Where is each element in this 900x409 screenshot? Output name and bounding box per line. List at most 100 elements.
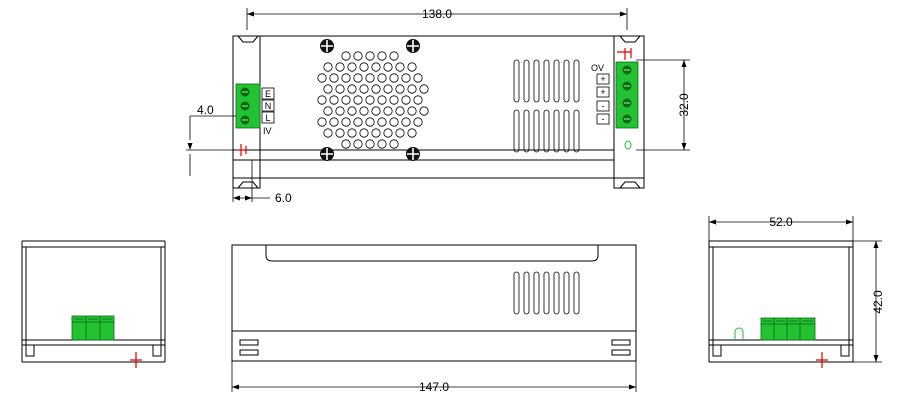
vent-hole: [407, 128, 417, 138]
vent-slot: [573, 59, 580, 103]
label-e: E: [265, 89, 271, 99]
dim-6: 6.0: [232, 160, 292, 205]
vent-hole: [353, 95, 363, 105]
vent-hole: [341, 117, 351, 127]
dim-42-label: 42.0: [871, 290, 885, 314]
vent-hole: [335, 128, 345, 138]
top-body: [259, 35, 615, 179]
vent-hole: [389, 73, 399, 83]
label-iv: IV: [263, 126, 272, 136]
dim-147: 147.0: [231, 361, 637, 394]
vent-hole: [395, 106, 405, 116]
front-body: [231, 244, 637, 362]
vent-hole: [365, 117, 375, 127]
vent-slot: [553, 271, 560, 315]
input-terminal-block: [235, 83, 261, 129]
vent-hole: [353, 51, 363, 61]
vent-hole: [371, 106, 381, 116]
label-minus-2: -: [602, 114, 605, 124]
vent-slot: [533, 59, 540, 103]
dim-52: 52.0: [708, 215, 854, 241]
vent-hole: [353, 139, 363, 149]
vent-slot: [553, 109, 560, 153]
vent-hole: [347, 62, 357, 72]
dim-147-label: 147.0: [419, 380, 449, 394]
vent-hole: [359, 106, 369, 116]
vent-slot: [543, 109, 550, 153]
vent-slots-top: [513, 59, 580, 153]
vent-slot: [573, 271, 580, 315]
vent-slot: [533, 109, 540, 153]
vent-hole: [341, 139, 351, 149]
vent-slot: [513, 271, 520, 315]
vent-hole: [395, 62, 405, 72]
vent-hole: [377, 139, 387, 149]
vent-hole: [359, 128, 369, 138]
dim-32-label: 32.0: [677, 93, 691, 117]
output-labels: OV + + - -: [591, 63, 610, 125]
vent-slot: [543, 59, 550, 103]
vent-hole: [389, 95, 399, 105]
vent-hole: [383, 62, 393, 72]
vent-hole: [401, 117, 411, 127]
vent-hole: [317, 73, 327, 83]
vent-hole: [317, 95, 327, 105]
vent-hole: [371, 62, 381, 72]
dim-138: 138.0: [246, 7, 628, 30]
vent-hole: [401, 95, 411, 105]
vent-hole: [419, 106, 429, 116]
dim-42: 42.0: [853, 240, 885, 363]
vent-hole: [407, 62, 417, 72]
vent-hole: [341, 73, 351, 83]
vent-hole: [347, 106, 357, 116]
vent-hole: [377, 117, 387, 127]
vent-hole: [383, 128, 393, 138]
vent-hole: [323, 106, 333, 116]
vent-holes: [317, 51, 429, 149]
vent-slot: [553, 59, 560, 103]
vent-hole: [323, 62, 333, 72]
vent-hole: [341, 95, 351, 105]
vent-hole: [347, 84, 357, 94]
terminal-block-left-end: [71, 315, 115, 341]
vent-hole: [383, 106, 393, 116]
terminal-block-right-end: [760, 317, 816, 341]
vent-hole: [323, 84, 333, 94]
vent-hole: [329, 95, 339, 105]
dim-52-label: 52.0: [769, 215, 793, 229]
vent-hole: [389, 51, 399, 61]
dim-138-label: 138.0: [422, 7, 452, 21]
label-plus-1: +: [600, 74, 605, 84]
vent-hole: [389, 117, 399, 127]
vent-slot: [523, 59, 530, 103]
vent-slot: [543, 271, 550, 315]
vent-hole: [317, 117, 327, 127]
vent-slot: [513, 59, 520, 103]
left-end-view: [21, 240, 166, 368]
vent-slots-front: [513, 271, 580, 315]
vent-hole: [413, 95, 423, 105]
vent-slot: [563, 271, 570, 315]
vent-hole: [341, 51, 351, 61]
front-mount-tabs: [239, 339, 631, 356]
vent-hole: [407, 106, 417, 116]
vent-hole: [335, 106, 345, 116]
red-markers-top: [236, 48, 632, 156]
label-ov: OV: [591, 63, 604, 73]
vent-hole: [413, 73, 423, 83]
vent-hole: [371, 84, 381, 94]
input-labels: E N L IV: [261, 87, 275, 136]
vent-slot: [523, 271, 530, 315]
vent-slot: [563, 109, 570, 153]
vent-hole: [365, 73, 375, 83]
vent-hole: [335, 84, 345, 94]
vent-hole: [401, 73, 411, 83]
label-n: N: [265, 101, 272, 111]
vent-hole: [407, 84, 417, 94]
dim-32: 32.0: [636, 59, 691, 151]
vent-hole: [359, 84, 369, 94]
top-view: 138.0: [186, 7, 691, 205]
vent-hole: [383, 84, 393, 94]
vent-hole: [359, 62, 369, 72]
